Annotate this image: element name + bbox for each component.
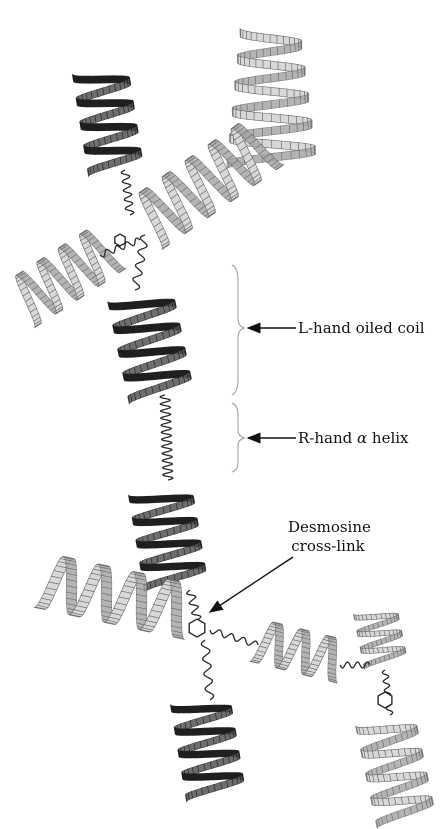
linker-bottom: [201, 640, 213, 700]
helix-central-dark: [108, 299, 192, 404]
linker-top: [121, 170, 133, 215]
lhand-coil-label: L-hand oiled coil: [298, 319, 425, 337]
helix-top-dark: [72, 74, 142, 176]
rhand-helix-bracket: [232, 403, 244, 472]
helix-right-mid-light: [250, 622, 338, 683]
helix-bottom-dark: [170, 705, 243, 802]
helix-right-bottom-light: [353, 613, 406, 669]
ring-upper-left-junction: [115, 234, 125, 246]
rhand-helix-label-suffix: helix: [367, 429, 408, 447]
desmosine-label-line1: Desmosine: [288, 518, 368, 536]
rhand-helix-label: R-hand α helix: [298, 429, 409, 447]
linker-right-mid: [210, 630, 258, 645]
lhand-coil-bracket: [232, 265, 244, 395]
helix-left-light: [16, 230, 126, 328]
helix-right-bottom-light-2: [356, 725, 434, 829]
desmosine-label-line2: cross-link: [288, 537, 368, 555]
linker-rhand-alpha: [160, 395, 173, 480]
rhand-helix-label-prefix: R-hand: [298, 429, 357, 447]
desmosine-ring-center: [189, 619, 205, 637]
desmosine-ring-right: [378, 692, 392, 708]
desmosine-arrow: [210, 557, 293, 612]
rhand-helix-label-alpha: α: [357, 429, 367, 447]
